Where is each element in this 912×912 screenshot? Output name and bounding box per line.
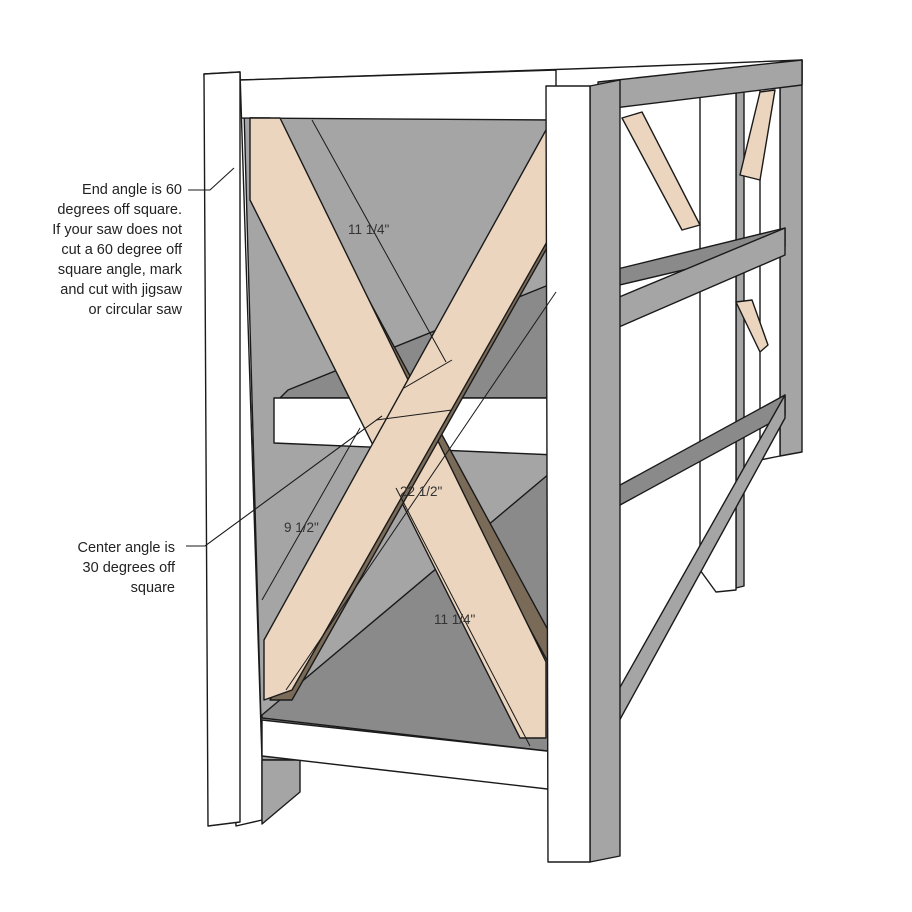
dim-line-inner [261,427,361,601]
dim-label-upper: 11 1/4" [348,222,390,237]
end-angle-note: End angle is 60 degrees off square. If y… [0,180,182,320]
dim-line-upper-end [403,359,453,389]
rear-brace-c [735,299,769,353]
right-front-leg [545,85,591,863]
dim-line-lower-a [285,291,557,691]
center-angle-note-line: square [130,580,175,596]
middle-back-leg [735,67,745,589]
dim-label-center: 22 1/2" [400,484,443,499]
end-angle-note-line: and cut with jigsaw [60,282,182,298]
rear-brace-b [739,89,776,181]
dimension-lines [261,119,557,747]
dim-line-lower-b [375,409,453,421]
dim-line-upper [311,119,447,363]
left-front-foot [261,759,301,825]
center-angle-leader [186,415,383,547]
dim-label-inner: 9 1/2" [284,520,319,535]
end-angle-note-line: degrees off square. [57,202,182,218]
end-angle-note-line: End angle is 60 [82,182,182,198]
end-angle-leader [188,167,235,191]
dim-line-center [395,487,531,747]
center-angle-note: Center angle is 30 degrees off square [0,538,175,598]
right-front-leg-side [589,79,621,863]
end-angle-note-line: If your saw does not [52,222,182,238]
dim-label-lower: 11 1/4" [434,612,476,627]
end-angle-note-line: square angle, mark [57,262,182,278]
end-angle-note-line: or circular saw [88,302,182,318]
center-angle-note-line: Center angle is [77,540,175,556]
end-angle-note-line: cut a 60 degree off [61,242,182,258]
rear-brace-a [621,111,701,231]
center-angle-note-line: 30 degrees off [82,560,175,576]
top-front-rail [239,69,557,121]
left-front-leg [203,71,241,827]
